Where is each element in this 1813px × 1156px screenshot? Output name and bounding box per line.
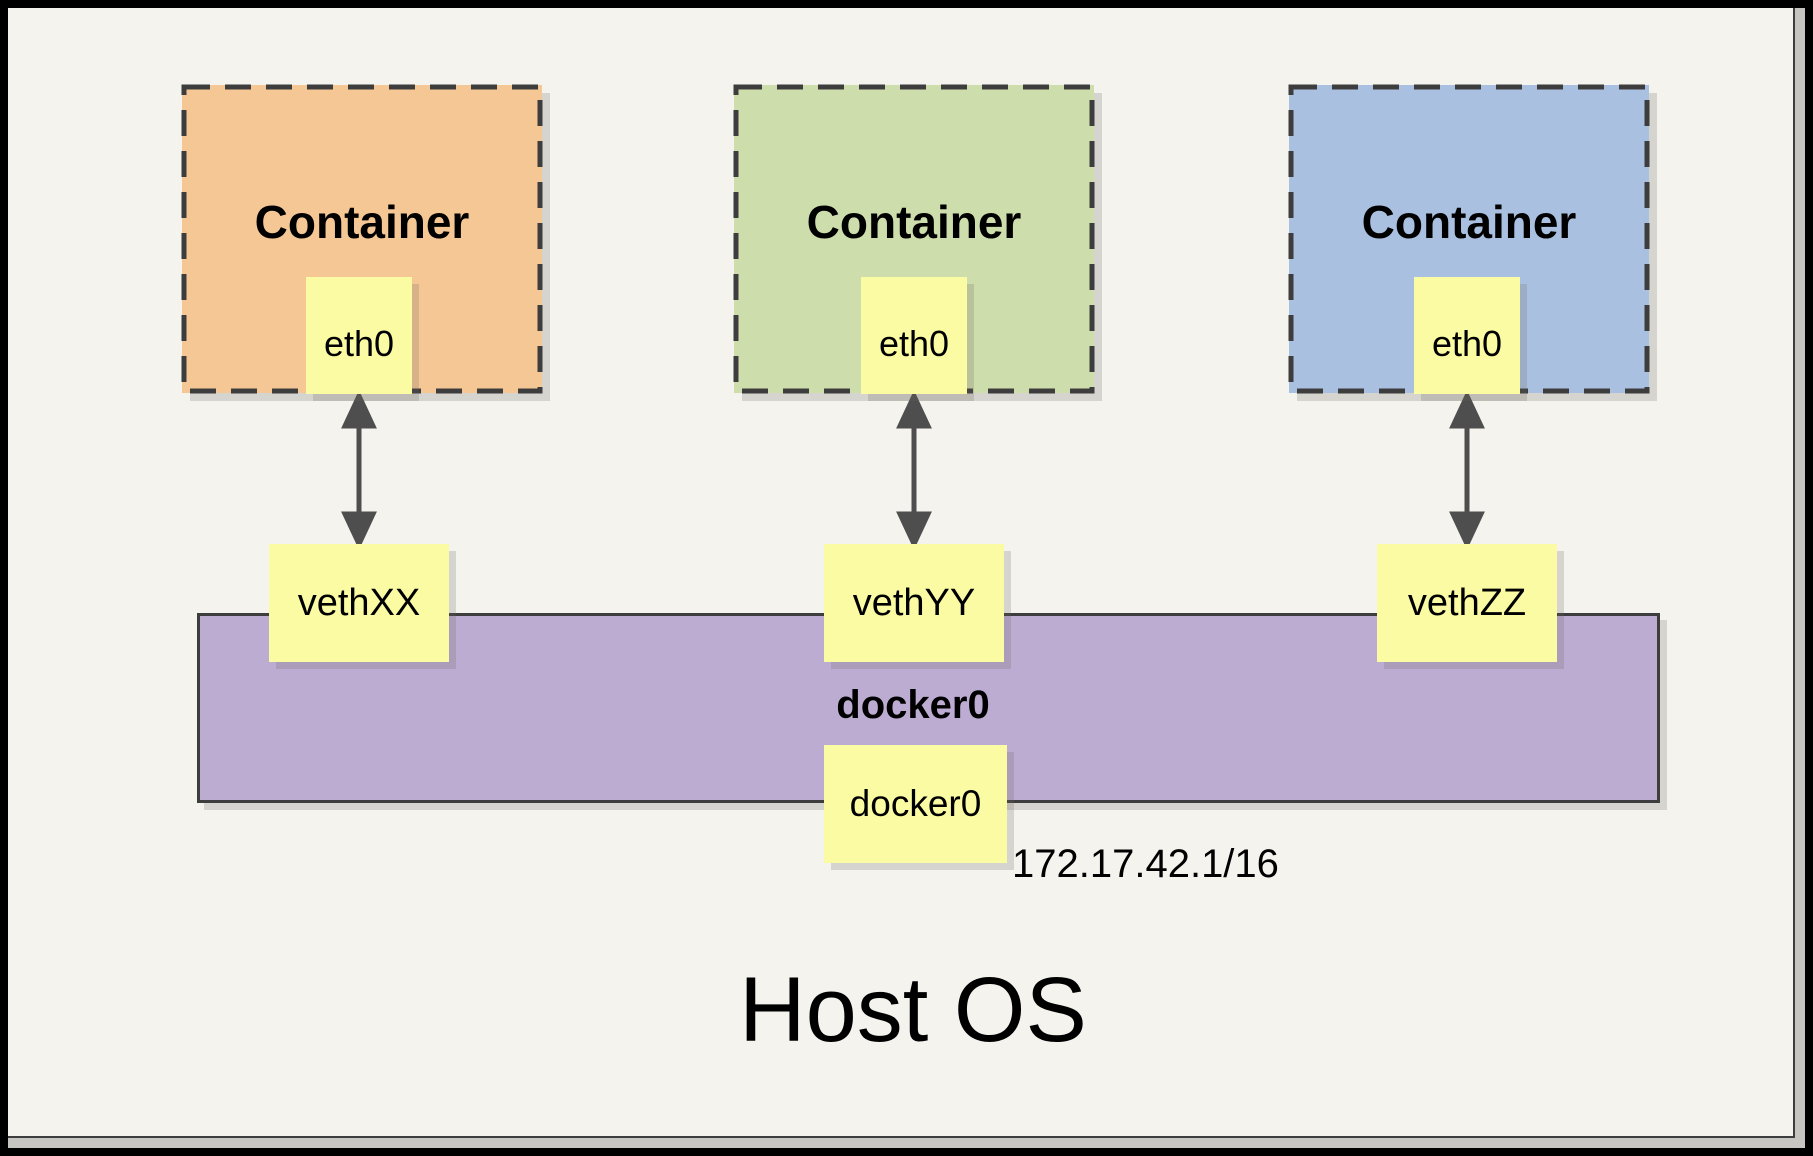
veth-arrow-1 (341, 390, 377, 550)
eth0-node-1: eth0 (306, 277, 412, 394)
container-title-1: Container (254, 196, 470, 248)
docker0-bridge-label: docker0 (836, 683, 990, 727)
vethyy-node: vethYY (824, 544, 1004, 662)
container-title-3: Container (1361, 196, 1577, 248)
docker0-interface-node: docker0 (824, 745, 1007, 863)
vethxx-node: vethXX (269, 544, 449, 662)
container-title-2: Container (806, 196, 1022, 248)
bridge-ip-label: 172.17.42.1/16 (1012, 842, 1279, 886)
eth0-node-2: eth0 (861, 277, 967, 394)
eth0-node-3: eth0 (1414, 277, 1520, 394)
host-os-title: Host OS (739, 959, 1087, 1061)
vethzz-node: vethZZ (1377, 544, 1557, 662)
veth-arrow-3 (1449, 390, 1485, 550)
veth-arrow-2 (896, 390, 932, 550)
